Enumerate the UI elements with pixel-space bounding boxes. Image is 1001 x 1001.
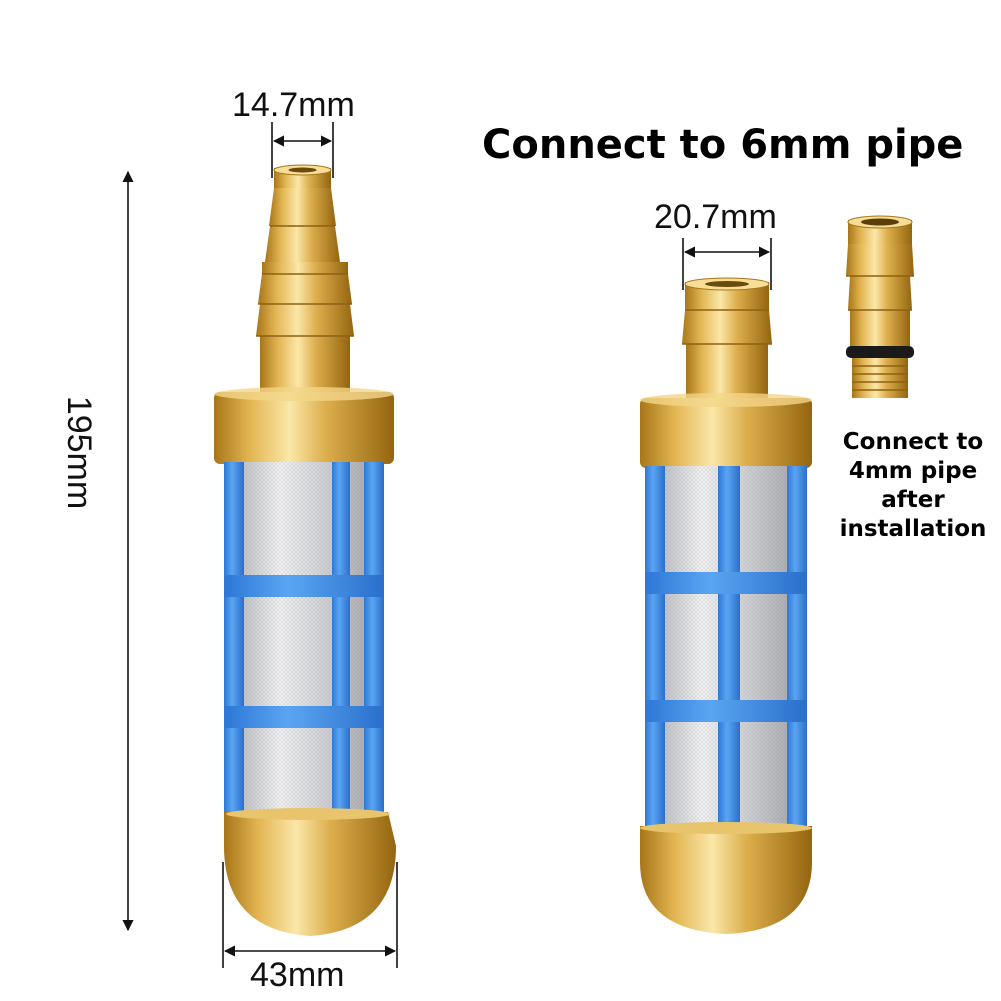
note-line: 4mm pipe [848,458,978,484]
left-top-cap [214,387,394,464]
note-line: installation [839,516,987,542]
right-bottom-cap [640,822,812,934]
right-top-cap [640,393,812,468]
left-bottom-cap [224,808,396,936]
left-blue-frame [224,462,384,826]
note-line: after [881,487,945,513]
height-label: 195mm [60,395,99,510]
right-width-label: 20.7mm [654,198,777,236]
right-filter [640,277,812,934]
top-width-label: 14.7mm [232,86,355,124]
note-line: Connect to [842,429,984,455]
dimension-lines [122,122,772,968]
left-hose-barb [256,164,354,392]
adapter-fitting [846,215,914,398]
adapter-o-ring [846,346,914,358]
headline: Connect to 6mm pipe [482,122,964,168]
left-filter [214,164,396,936]
right-blue-frame [645,466,807,840]
adapter-note: Connect to 4mm pipe after installation [834,428,992,544]
bottom-width-label: 43mm [250,956,345,994]
right-hose-barb [682,277,772,402]
left-mesh-screen [224,462,384,826]
